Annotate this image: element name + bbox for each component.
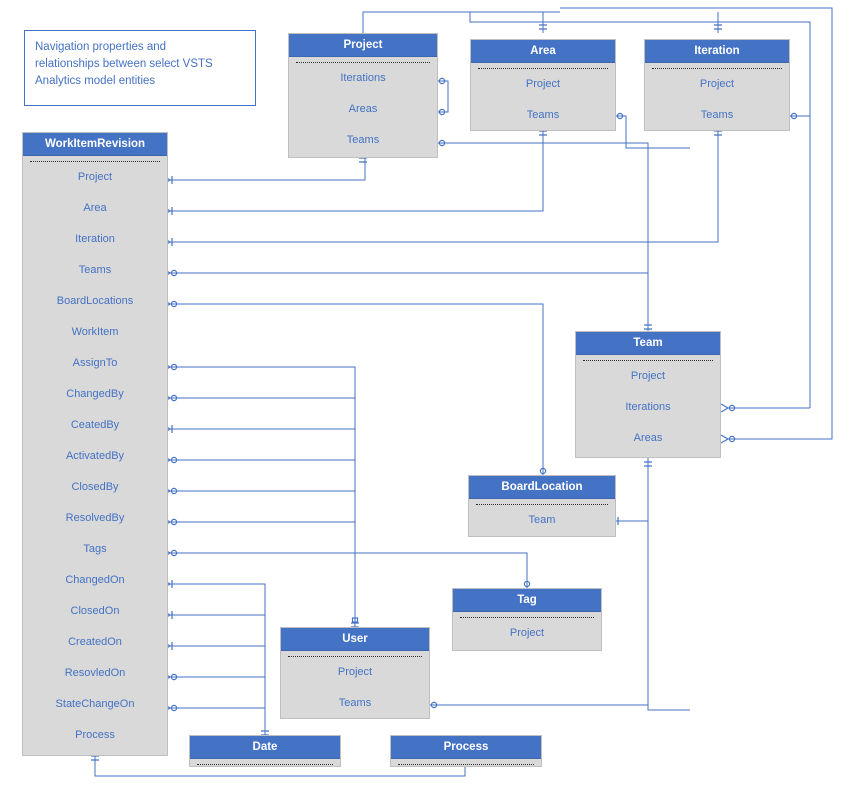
entity-row[interactable]: ChangedBy (66, 388, 124, 400)
entity-title-team: Team (576, 332, 720, 355)
entity-rows-user: Project Teams (281, 657, 429, 719)
entity-separator (30, 161, 160, 162)
entity-row[interactable]: Iterations (625, 401, 671, 413)
entity-row[interactable]: WorkItem (71, 326, 119, 338)
entity-rows-process (391, 765, 541, 775)
entity-area[interactable]: Area Project Teams (470, 39, 616, 131)
entity-title-iteration: Iteration (645, 40, 789, 63)
entity-row[interactable]: Project (525, 78, 561, 90)
entity-rows-area: Project Teams (471, 69, 615, 131)
entity-date[interactable]: Date (189, 735, 341, 767)
entity-project[interactable]: Project Iterations Areas Teams (288, 33, 438, 158)
entity-row[interactable]: Process (75, 729, 115, 741)
entity-title-workitemrevision: WorkItemRevision (23, 133, 167, 156)
entity-row[interactable]: Project (77, 171, 113, 183)
entity-row[interactable]: ClosedOn (70, 605, 120, 617)
diagram-note: Navigation properties and relationships … (24, 30, 256, 106)
entity-rows-tag: Project (453, 618, 601, 649)
entity-tag[interactable]: Tag Project (452, 588, 602, 651)
entity-title-date: Date (190, 736, 340, 759)
entity-title-process: Process (391, 736, 541, 759)
entity-title-area: Area (471, 40, 615, 63)
entity-process[interactable]: Process (390, 735, 542, 767)
entity-row[interactable]: ResovledOn (64, 667, 126, 679)
entity-row[interactable]: Teams (338, 697, 372, 709)
entity-iteration[interactable]: Iteration Project Teams (644, 39, 790, 131)
entity-rows-date (190, 765, 340, 775)
entity-row[interactable]: CeatedBy (70, 419, 120, 431)
entity-separator (296, 62, 430, 63)
entity-row[interactable]: Project (337, 666, 373, 678)
entity-separator (197, 764, 333, 765)
entity-separator (460, 617, 594, 618)
entity-team[interactable]: Team Project Iterations Areas (575, 331, 721, 458)
entity-user[interactable]: User Project Teams (280, 627, 430, 719)
entity-row[interactable]: StateChangeOn (55, 698, 135, 710)
entity-row[interactable]: Tags (83, 543, 107, 555)
entity-separator (652, 68, 782, 69)
entity-separator (583, 360, 713, 361)
entity-row[interactable]: Project (509, 627, 545, 639)
entity-row[interactable]: Areas (348, 103, 378, 115)
entity-separator (288, 656, 422, 657)
entity-row[interactable]: BoardLocations (56, 295, 134, 307)
entity-title-user: User (281, 628, 429, 651)
entity-row[interactable]: ActivatedBy (65, 450, 125, 462)
entity-row[interactable]: Iteration (75, 233, 115, 245)
entity-separator (398, 764, 534, 765)
entity-row[interactable]: Teams (526, 109, 560, 121)
entity-rows-boardlocation: Team (469, 505, 615, 536)
entity-row[interactable]: ResolvedBy (65, 512, 125, 524)
entity-separator (478, 68, 608, 69)
entity-boardlocation[interactable]: BoardLocation Team (468, 475, 616, 537)
entity-title-tag: Tag (453, 589, 601, 612)
entity-rows-project: Iterations Areas Teams (289, 63, 437, 156)
entity-row[interactable]: Team (528, 514, 556, 526)
entity-rows-workitemrevision: Project Area Iteration Teams BoardLocati… (23, 162, 167, 751)
entity-row[interactable]: Areas (633, 432, 663, 444)
entity-separator (476, 504, 608, 505)
entity-row[interactable]: ClosedBy (71, 481, 119, 493)
entity-row[interactable]: Iterations (340, 72, 386, 84)
entity-row[interactable]: Project (699, 78, 735, 90)
entity-row[interactable]: AssignTo (72, 357, 118, 369)
entity-rows-team: Project Iterations Areas (576, 361, 720, 454)
entity-row[interactable]: Teams (700, 109, 734, 121)
entity-title-project: Project (289, 34, 437, 57)
entity-row[interactable]: ChangedOn (65, 574, 125, 586)
entity-title-boardlocation: BoardLocation (469, 476, 615, 499)
entity-rows-iteration: Project Teams (645, 69, 789, 131)
entity-row[interactable]: Teams (346, 134, 380, 146)
entity-row[interactable]: Project (630, 370, 666, 382)
entity-row[interactable]: Teams (78, 264, 112, 276)
entity-row[interactable]: Area (83, 202, 107, 214)
entity-workitemrevision[interactable]: WorkItemRevision Project Area Iteration … (22, 132, 168, 756)
entity-row[interactable]: CreatedOn (68, 636, 122, 648)
